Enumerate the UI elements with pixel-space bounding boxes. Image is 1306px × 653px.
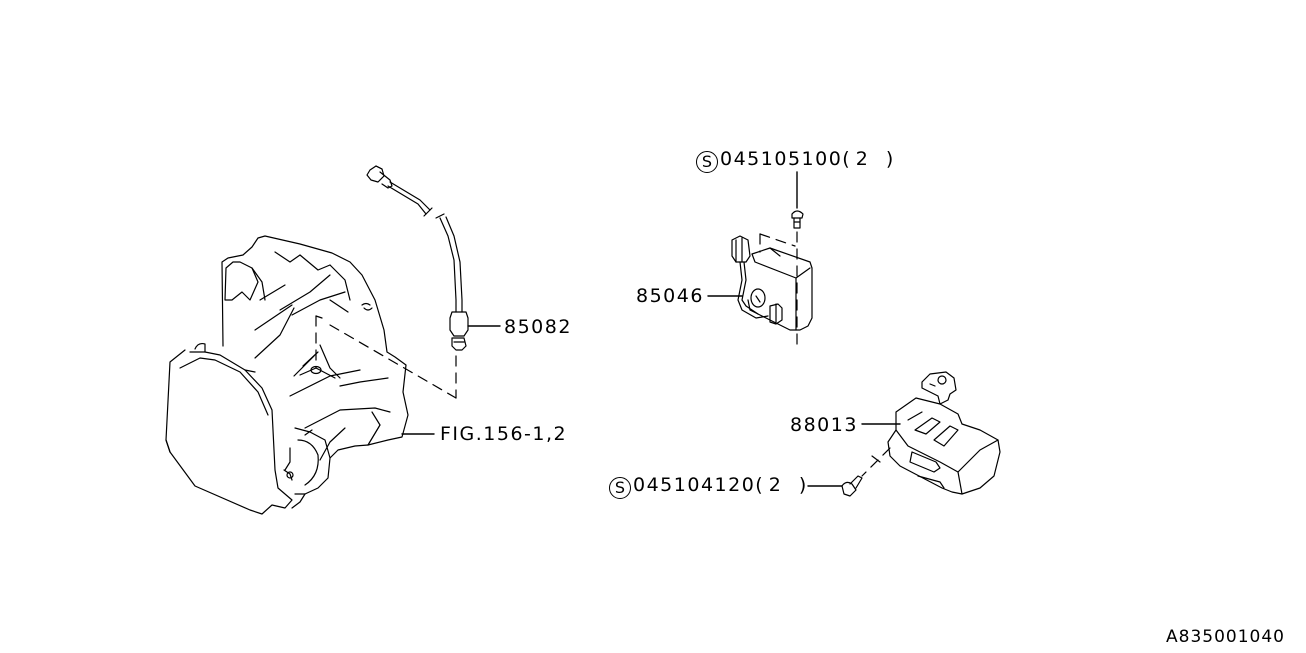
part-label-88013: 88013 (790, 414, 858, 436)
part-label-85082: 85082 (504, 316, 572, 338)
diagram-reference-code: A835001040 (1166, 627, 1285, 647)
fastener-qty: (2 ) (842, 148, 900, 170)
figure-reference-label: FIG.156-1,2 (440, 423, 568, 445)
standard-part-symbol-icon: S (696, 151, 718, 173)
transmission-housing-drawing (165, 235, 457, 515)
part-label-85046: 85046 (636, 285, 704, 307)
fastener-number: 045104120 (633, 474, 756, 496)
standard-part-symbol-icon: S (609, 477, 631, 499)
module-88013-drawing (807, 371, 1001, 497)
fastener-qty: (2 ) (755, 474, 813, 496)
control-unit-85046-drawing (707, 171, 813, 347)
sensor-85082-drawing (366, 165, 501, 399)
fastener-number: 045105100 (720, 148, 843, 170)
